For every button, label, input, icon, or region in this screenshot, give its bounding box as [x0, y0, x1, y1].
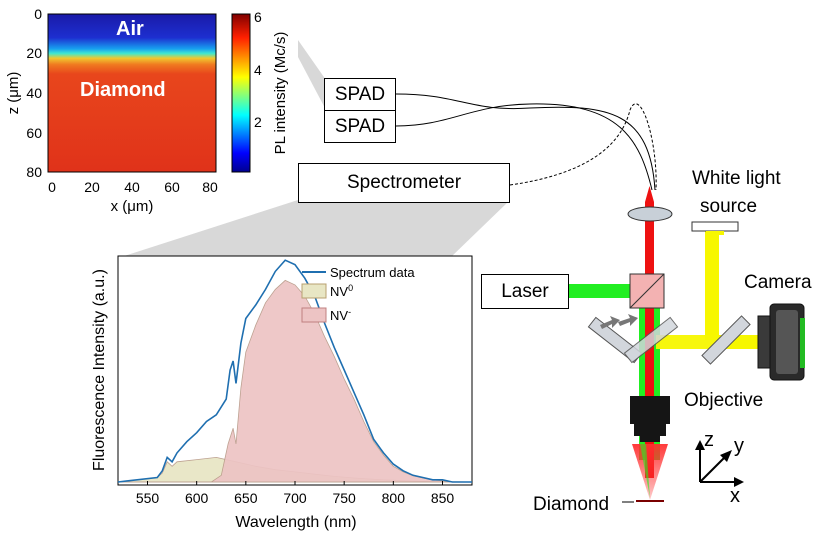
legend-swatch-nv0	[301, 283, 327, 299]
heatmap-diamond-label: Diamond	[80, 79, 166, 101]
white-light-source-icon	[691, 221, 739, 232]
fiber-spad-1	[395, 93, 656, 191]
spectrum-y-axis-title: Fluorescence Intensity (a.u.)	[91, 269, 108, 471]
laser-label: Laser	[501, 280, 549, 302]
heatmap-image	[48, 14, 216, 172]
x-tick-label: 850	[431, 490, 455, 506]
x-tick-label: 700	[283, 490, 307, 506]
white-light-label: White light	[692, 168, 781, 189]
flip-mirror-right	[623, 316, 679, 364]
legend-label-nv0: NV0	[330, 283, 353, 299]
beam-splitter-diagonal	[629, 273, 665, 309]
flip-arrow-icon	[600, 314, 638, 329]
objective-icon	[630, 396, 670, 442]
fiber-spad-2	[395, 103, 653, 191]
colorbar	[231, 13, 251, 173]
focus-cone	[632, 444, 668, 500]
heatmap-x-axis-title: x (μm)	[111, 198, 154, 215]
heatmap-air-label: Air	[116, 18, 144, 40]
green-beam-vertical-r	[654, 300, 660, 460]
x-tick-label: 800	[382, 490, 406, 506]
heatmap-y-tick: 40	[26, 85, 42, 101]
camera-label: Camera	[744, 272, 812, 293]
spectrometer-projection	[118, 200, 510, 258]
x-tick-label: 600	[185, 490, 209, 506]
yellow-beam-vertical	[705, 230, 719, 340]
legend-label-nv-minus: NV-	[330, 307, 351, 323]
x-tick-label: 650	[234, 490, 258, 506]
heatmap-y-tick: 0	[34, 6, 42, 22]
heatmap-x-tick: 80	[202, 179, 218, 195]
colorbar-tick: 4	[254, 62, 262, 78]
objective-label: Objective	[684, 390, 763, 411]
green-beam-horizontal	[568, 284, 630, 298]
camera-mirror	[701, 315, 751, 365]
spad-projection	[298, 40, 326, 110]
camera-icon	[757, 303, 805, 381]
series-line-spectrum	[117, 259, 472, 483]
spectrum-x-axis-title: Wavelength (nm)	[235, 514, 356, 531]
yellow-beam-camera	[730, 335, 760, 349]
spad-box-2: SPAD	[324, 110, 396, 143]
heatmap-y-tick: 60	[26, 125, 42, 141]
heatmap-y-tick: 20	[26, 45, 42, 61]
legend-label-spectrum: Spectrum data	[330, 265, 415, 280]
focus-cone-green	[640, 444, 650, 498]
heatmap-x-tick: 20	[84, 179, 100, 195]
white-light-label-2: source	[700, 196, 757, 217]
axes-icon	[695, 440, 744, 487]
heatmap-x-tick: 60	[164, 179, 180, 195]
heatmap-frame	[47, 13, 217, 173]
axis-x-label: x	[730, 485, 740, 507]
lens-icon	[627, 206, 673, 222]
spectrometer-box: Spectrometer	[298, 163, 510, 203]
spad-box-1: SPAD	[324, 78, 396, 111]
fiber-spectrometer	[509, 103, 657, 191]
heatmap-y-tick: 80	[26, 164, 42, 180]
heatmap-x-tick: 40	[124, 179, 140, 195]
spectrometer-label: Spectrometer	[346, 172, 462, 193]
axis-z-label: z	[704, 429, 714, 451]
spad-label-1: SPAD	[334, 83, 386, 105]
green-beam-vertical	[639, 300, 645, 460]
legend-swatch-nv-minus	[301, 307, 327, 323]
heatmap-y-ticks: 0 20 40 60 80	[26, 6, 42, 180]
heatmap-x-ticks: 0 20 40 60 80	[48, 179, 218, 195]
colorbar-tick: 2	[254, 114, 262, 130]
diamond-label: Diamond	[533, 494, 609, 515]
axis-y-label: y	[734, 435, 744, 457]
white-light-source-glow	[706, 231, 724, 235]
heatmap-x-tick: 0	[48, 179, 56, 195]
laser-box: Laser	[481, 274, 569, 309]
x-tick-label: 750	[332, 490, 356, 506]
colorbar-title: PL intensity (Mc/s)	[272, 32, 289, 155]
heatmap-y-axis-title: z (μm)	[5, 72, 22, 115]
x-tick-label: 550	[136, 490, 160, 506]
colorbar-tick: 6	[254, 9, 262, 25]
red-beam-tip	[645, 186, 654, 202]
spad-label-2: SPAD	[334, 115, 386, 137]
colorbar-ticks: 2 4 6	[254, 9, 262, 130]
